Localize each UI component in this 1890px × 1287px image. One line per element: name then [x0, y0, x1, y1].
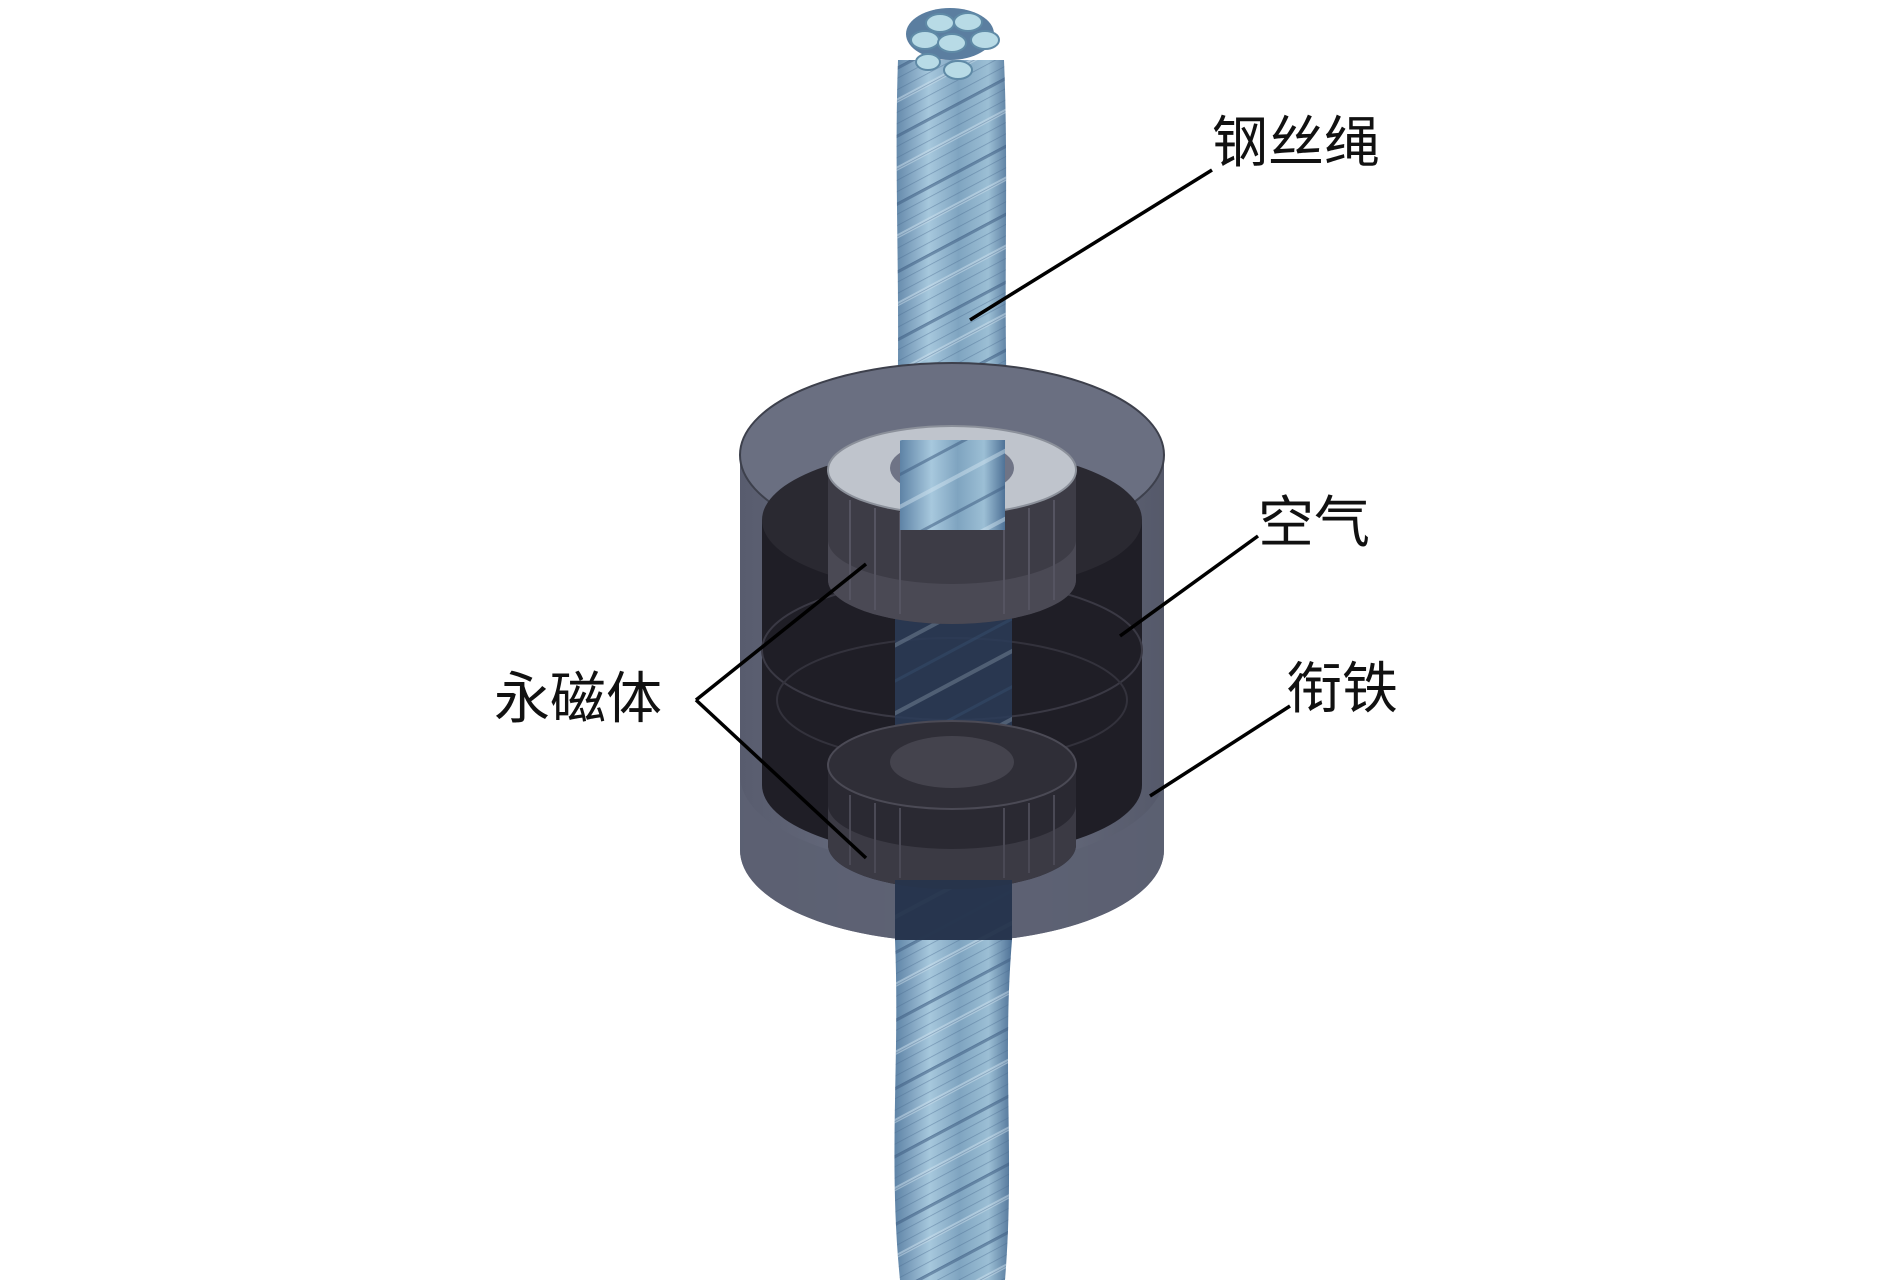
wire-rope-through-magnet: [900, 440, 1005, 530]
label-armature: 衔铁: [1286, 657, 1398, 722]
leader-armature: [1149, 704, 1291, 798]
leader-air: [1118, 534, 1260, 638]
leader-magnet-lower: [694, 698, 868, 860]
rope-strand-ends: [906, 8, 1000, 80]
leader-wire-rope: [969, 168, 1213, 322]
leader-lines: [694, 168, 1291, 860]
leader-magnet-upper: [694, 562, 868, 702]
wire-rope-lower: [894, 880, 1012, 1280]
permanent-magnet-lower: [827, 720, 1077, 889]
label-air: 空气: [1258, 491, 1370, 556]
label-wire-rope: 钢丝绳: [1212, 111, 1380, 176]
label-permanent-magnet: 永磁体: [494, 667, 662, 732]
